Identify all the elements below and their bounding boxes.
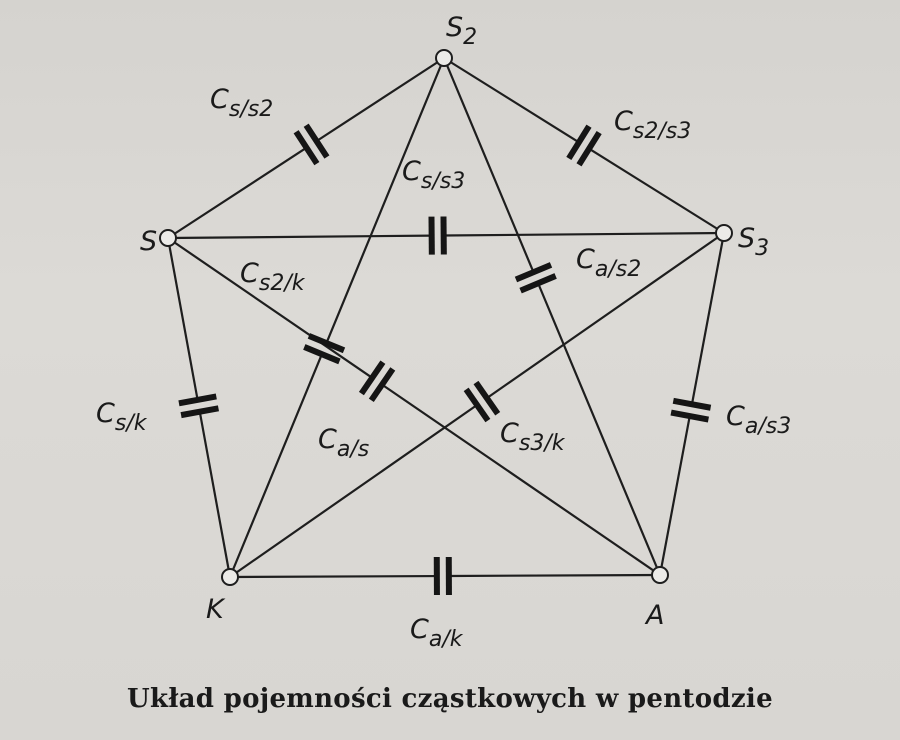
capacitor-plate-s2_k-1: [307, 333, 346, 354]
capacitor-label-s3_k: Cs3/k: [500, 418, 566, 456]
wire-a_k-a: [228, 574, 438, 579]
capacitor-plate-a_s2-1: [514, 262, 553, 283]
capacitor-label-s_k: Cs/k: [96, 398, 148, 436]
capacitor-label-s_s3: Cs/s3: [402, 156, 465, 194]
wire-s_k-a: [166, 236, 199, 402]
node-label-S3: S3: [738, 223, 769, 261]
wire-s3_k-b: [228, 403, 479, 579]
node-S2: [435, 49, 453, 67]
capacitor-plate-s3_k-1: [473, 380, 501, 416]
capacitor-label-a_s3: Ca/s3: [726, 401, 791, 439]
capacitor-plate-s3_k-2: [463, 387, 491, 423]
wire-a_s-b: [380, 383, 662, 577]
wire-a_s2-a: [442, 56, 535, 274]
wire-s_k-b: [198, 410, 232, 579]
wire-s_s2-b: [315, 56, 446, 143]
wire-s_s3-b: [442, 231, 726, 237]
wires: [166, 56, 726, 579]
capacitor-plate-a_s-2: [368, 367, 396, 402]
wire-a_s3-a: [690, 231, 726, 406]
capacitor-plate-a_s-1: [358, 360, 386, 396]
capacitor-plate-s_s2-2: [303, 123, 330, 159]
wire-s3_k-a: [485, 231, 726, 400]
capacitor-plate-a_s2-2: [519, 273, 557, 294]
capacitor-plate-s_k-2: [180, 405, 219, 419]
wire-s2_k-a: [325, 56, 446, 345]
wire-a_s2-b: [537, 282, 662, 577]
capacitor-label-a_s2: Ca/s2: [576, 244, 641, 282]
capacitor-plate-a_s3-1: [672, 397, 712, 411]
capacitor-label-s_s2: Cs/s2: [210, 84, 273, 122]
capacitor-label-s2_s3: Cs2/s3: [614, 106, 691, 144]
node-S3: [715, 224, 733, 242]
figure-caption: Układ pojemności cząstkowych w pentodzie: [127, 684, 773, 714]
capacitor-plate-s2_k-2: [303, 344, 341, 365]
node-S: [159, 229, 177, 247]
node-K: [221, 568, 239, 586]
capacitor-plate-s_k-1: [178, 393, 217, 407]
capacitor-label-a_k: Ca/k: [410, 614, 464, 652]
node-label-S: S: [140, 226, 157, 257]
wire-s2_s3-b: [587, 147, 726, 235]
wire-s_s3-a: [166, 234, 433, 240]
wire-s2_k-b: [228, 353, 323, 579]
node-A: [651, 566, 669, 584]
capacitor-plates: [178, 123, 712, 596]
wire-s2_s3-a: [442, 56, 581, 144]
node-label-K: K: [206, 594, 226, 625]
capacitor-plate-s2_s3-2: [576, 130, 602, 167]
capacitor-label-a_s: Ca/s: [318, 424, 369, 462]
node-label-S2: S2: [446, 12, 477, 50]
wire-s_s2-a: [166, 146, 308, 240]
wire-a_s-a: [166, 236, 374, 379]
capacitor-label-s2_k: Cs2/k: [240, 258, 306, 296]
capacitor-plate-s2_s3-1: [566, 124, 592, 161]
wire-a_s3-b: [658, 414, 691, 577]
capacitor-plate-s_s2-1: [293, 130, 320, 166]
electrode-nodes: [159, 49, 733, 586]
wire-a_k-b: [447, 573, 662, 578]
node-label-A: A: [644, 600, 664, 631]
capacitor-plate-a_s3-2: [670, 409, 709, 423]
